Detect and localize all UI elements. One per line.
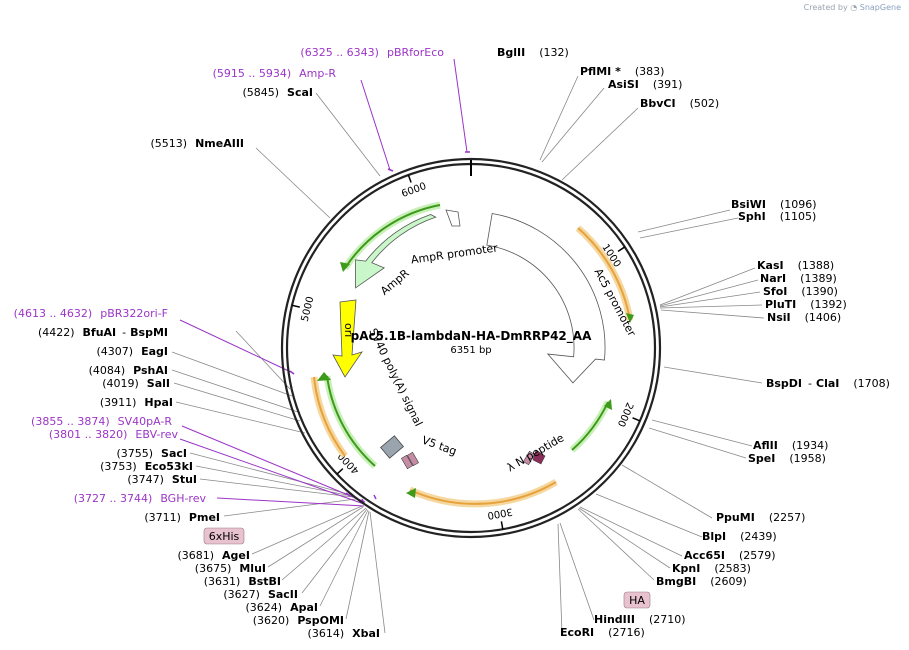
v5-box-1 bbox=[400, 454, 414, 470]
ori-arrow bbox=[332, 299, 363, 378]
site-label: BbvCI(502) bbox=[640, 97, 719, 110]
site-label: Acc65I(2579) bbox=[684, 549, 776, 562]
tick-mark bbox=[336, 468, 344, 475]
site-label: (5513)NmeAIII bbox=[151, 137, 245, 150]
site-label: (4422)BfuAI-BspMI bbox=[38, 326, 168, 339]
tick-mark bbox=[632, 417, 641, 422]
sv40-box bbox=[380, 435, 404, 459]
site-label: (4307)EagI bbox=[97, 345, 168, 358]
site-label: (3753)Eco53kI bbox=[100, 460, 193, 473]
site-label: BglII(132) bbox=[497, 46, 569, 59]
ampr-promoter-arrow bbox=[445, 209, 461, 227]
site-labels: BglII(132) PflMI *(383)AsiSI(391) BbvCI(50… bbox=[14, 46, 890, 640]
primer-label: (6325 .. 6343)pBRforEco bbox=[300, 46, 444, 59]
tick-mark bbox=[407, 174, 412, 183]
site-label: (3675)MluI bbox=[195, 562, 266, 575]
site-label: NarI(1389) bbox=[760, 272, 837, 285]
ori-label: ori bbox=[342, 323, 355, 337]
site-label: (3681)AgeI bbox=[177, 549, 250, 562]
site-label: (3614)XbaI bbox=[308, 627, 380, 640]
site-label: KasI(1388) bbox=[757, 259, 834, 272]
green-orfs bbox=[323, 201, 612, 469]
site-label: (3620)PspOMI bbox=[253, 614, 344, 627]
site-label: BsiWI(1096) bbox=[731, 198, 817, 211]
site-label: AsiSI(391) bbox=[608, 78, 682, 91]
site-label: SpeI(1958) bbox=[748, 452, 826, 465]
site-label: SphI(1105) bbox=[738, 210, 816, 223]
tick-mark bbox=[617, 246, 626, 252]
site-label: BspDI-ClaI(1708) bbox=[766, 377, 890, 390]
site-label: (3755)SacI bbox=[116, 447, 187, 460]
v5-tag-label: V5 tag bbox=[420, 434, 458, 459]
site-label: (3711)PmeI bbox=[144, 511, 220, 524]
plasmid-name: pAc5.1B-lambdaN-HA-DmRRP42_AA bbox=[351, 329, 592, 344]
primer-label: (3727 .. 3744)BGH-rev bbox=[74, 492, 207, 505]
ha-box bbox=[522, 450, 536, 466]
site-label: SfoI(1390) bbox=[763, 285, 838, 298]
site-label: KpnI(2583) bbox=[672, 562, 751, 575]
tick-mark bbox=[291, 304, 300, 308]
tick-label: 6000 bbox=[400, 181, 428, 200]
ampr-label: AmpR bbox=[378, 266, 412, 297]
his-tag-label: 6xHis bbox=[209, 530, 240, 543]
tick-label: 5000 bbox=[300, 295, 317, 322]
lambda-n-box bbox=[532, 449, 546, 465]
site-label: PpuMI(2257) bbox=[716, 511, 805, 524]
v5-box-2 bbox=[406, 451, 420, 467]
site-label: (3911)HpaI bbox=[100, 396, 173, 409]
primer-lines bbox=[179, 58, 468, 507]
site-label: PflMI *(383) bbox=[580, 65, 664, 78]
orange-orfs bbox=[310, 225, 634, 508]
orf-arrowheads bbox=[317, 262, 634, 498]
ac5-promoter-arrow bbox=[486, 213, 606, 384]
primer-markers bbox=[289, 151, 470, 504]
site-label: BlpI(2439) bbox=[702, 530, 777, 543]
site-label: (3747)StuI bbox=[127, 473, 197, 486]
primer-label: (3801 .. 3820)EBV-rev bbox=[49, 428, 179, 441]
tick-label: 3000 bbox=[486, 505, 513, 520]
site-label: (3624)ApaI bbox=[246, 601, 318, 614]
site-label: (4019)SalI bbox=[102, 377, 170, 390]
snapgene-logo-icon: ◔ bbox=[850, 3, 858, 12]
plasmid-size: 6351 bp bbox=[450, 345, 491, 356]
ha-tag-label: HA bbox=[629, 594, 645, 607]
site-label: EcoRI(2716) bbox=[560, 626, 645, 639]
lambda-n-label: λ N peptide bbox=[505, 431, 567, 474]
site-label: AflII(1934) bbox=[753, 439, 828, 452]
primer-label: (3855 .. 3874)SV40pA-R bbox=[31, 415, 172, 428]
snapgene-watermark: Created by ◔ SnapGene bbox=[803, 3, 901, 12]
site-label: (5845)ScaI bbox=[242, 86, 313, 99]
primer-label: (5915 .. 5934)Amp-R bbox=[213, 67, 337, 80]
his-tag-box bbox=[203, 527, 245, 545]
ampr-arrow bbox=[355, 214, 437, 289]
ampr-promoter-label: AmpR promoter bbox=[410, 241, 499, 266]
site-label: (4084)PshAI bbox=[89, 364, 168, 377]
site-label: (3631)BstBI bbox=[204, 575, 281, 588]
primer-label: (4613 .. 4632)pBR322ori-F bbox=[14, 307, 168, 320]
site-label: HindIII(2710) bbox=[594, 613, 686, 626]
tick-label: 2000 bbox=[615, 401, 635, 429]
ha-tag-box bbox=[623, 591, 651, 609]
site-label: BmgBI(2609) bbox=[656, 575, 747, 588]
site-label: NsiI(1406) bbox=[767, 311, 841, 324]
site-label: (3627)SacII bbox=[223, 588, 298, 601]
tick-mark bbox=[500, 521, 504, 530]
callout-lines bbox=[171, 75, 765, 634]
site-label: PluTI(1392) bbox=[765, 298, 847, 311]
